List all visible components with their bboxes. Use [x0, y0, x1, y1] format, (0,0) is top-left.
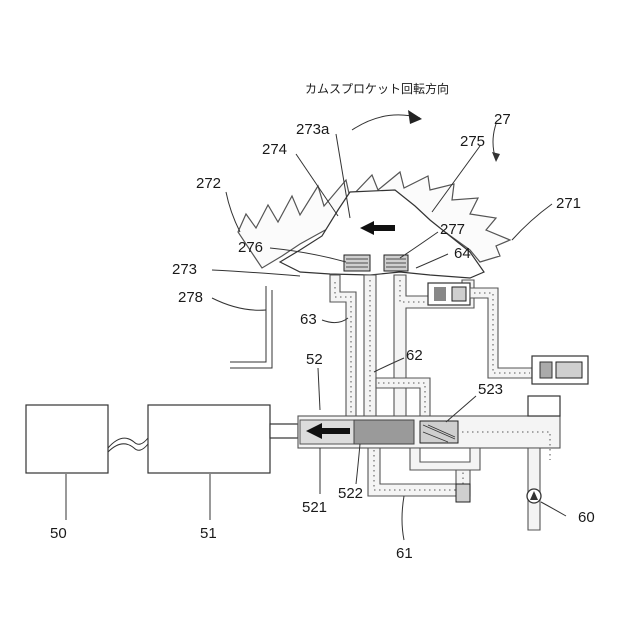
label-273a: 273a: [296, 121, 330, 138]
label-272: 272: [196, 175, 221, 192]
leader-522: [356, 444, 360, 484]
leader-63: [322, 318, 348, 323]
oil-passage-62: [364, 275, 376, 420]
leader-273: [212, 270, 300, 276]
lock-pin-valve-spring: [452, 287, 466, 301]
relief-valve-spring: [556, 362, 582, 378]
label-51: 51: [200, 525, 217, 542]
label-61: 61: [396, 545, 413, 562]
wire-50-51-b: [108, 444, 148, 452]
lock-pin-line-flow: [474, 293, 530, 373]
rotation-arrowhead-icon: [408, 110, 422, 124]
plunger-rod: [270, 424, 298, 438]
lock-pin-line: [470, 288, 532, 378]
leader-271: [512, 204, 552, 240]
rotation-direction-caption: カムスプロケット回転方向: [305, 81, 449, 96]
bracket-278-inner: [230, 286, 266, 362]
label-273: 273: [172, 261, 197, 278]
spool-522: [354, 420, 414, 444]
ecu-box-50: [26, 405, 108, 473]
leader-272: [226, 192, 240, 232]
label-274: 274: [262, 141, 287, 158]
label-523: 523: [478, 381, 503, 398]
label-522: 522: [338, 485, 363, 502]
label-277: 277: [440, 221, 465, 238]
leader-278: [212, 298, 266, 310]
oil-passage-63: [330, 275, 356, 420]
leader-27-arrowhead-icon: [492, 152, 500, 162]
label-521: 521: [302, 499, 327, 516]
label-278: 278: [178, 289, 203, 306]
label-62: 62: [406, 347, 423, 364]
spool-valve-cap: [528, 396, 560, 416]
solenoid-box-51: [148, 405, 270, 473]
label-50: 50: [50, 525, 67, 542]
label-271: 271: [556, 195, 581, 212]
leader-61: [402, 496, 404, 540]
label-27: 27: [494, 111, 511, 128]
label-275: 275: [460, 133, 485, 150]
drain-check-valve: [456, 484, 470, 502]
oil-passage-lower-right: [410, 448, 480, 470]
relief-valve-ball: [540, 362, 552, 378]
label-60: 60: [578, 509, 595, 526]
label-63: 63: [300, 311, 317, 328]
label-276: 276: [238, 239, 263, 256]
label-52: 52: [306, 351, 323, 368]
leader-52: [318, 368, 320, 410]
lock-pin-valve-spool: [434, 287, 446, 301]
label-64: 64: [454, 245, 471, 262]
leader-60: [541, 502, 566, 516]
